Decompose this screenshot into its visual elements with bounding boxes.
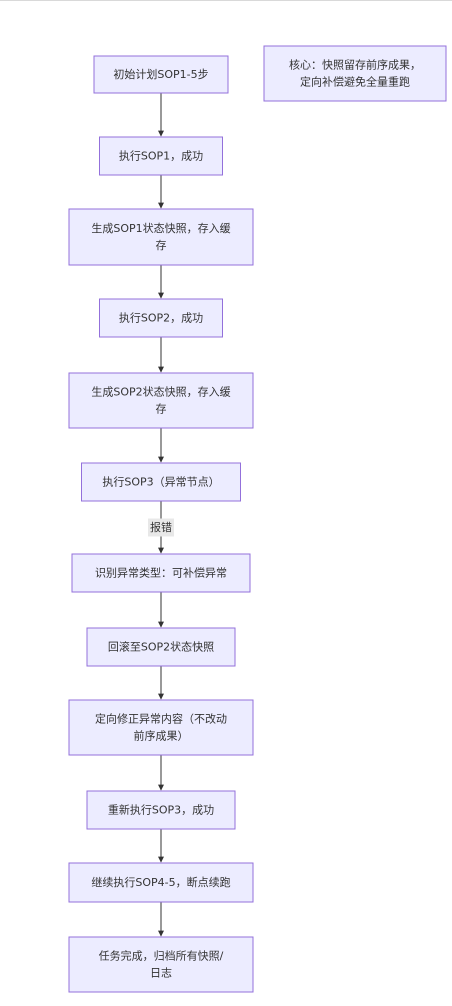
edge-label-text: 报错 <box>150 520 172 534</box>
core-note-box <box>263 45 447 102</box>
edge-label: 报错 <box>148 518 174 537</box>
node-exec-sop3: 执行SOP3（异常节点） <box>81 462 241 502</box>
top-border <box>0 0 452 1</box>
node-box-rollback <box>86 627 236 667</box>
node-box-exec-sop2 <box>99 298 223 338</box>
node-box-exec-sop3 <box>81 462 241 502</box>
edges-layer: 报错 <box>148 93 174 937</box>
node-complete: 任务完成，归档所有快照/日志 <box>68 936 254 993</box>
node-exec-sop3-line-1: 执行SOP3（异常节点） <box>102 475 219 489</box>
node-exec-sop2: 执行SOP2，成功 <box>99 298 223 338</box>
node-resume-line-1: 继续执行SOP4-5，断点续跑 <box>91 875 230 889</box>
node-init-plan: 初始计划SOP1-5步 <box>93 55 229 94</box>
node-box-rerun-sop3 <box>86 790 236 830</box>
core-note-line-2: 定向补偿避免全量重跑 <box>300 75 410 89</box>
node-complete-line-2: 日志 <box>150 967 172 980</box>
nodes-layer: 初始计划SOP1-5步执行SOP1，成功生成SOP1状态快照，存入缓存执行SOP… <box>68 55 254 993</box>
node-box-snapshot-sop2 <box>68 372 254 429</box>
node-box-resume <box>68 862 254 903</box>
node-init-plan-line-1: 初始计划SOP1-5步 <box>113 67 208 81</box>
node-snapshot-sop2-line-2: 存 <box>156 402 167 416</box>
edge-label-background <box>148 518 174 537</box>
node-rerun-sop3: 重新执行SOP3，成功 <box>86 790 236 830</box>
node-box-complete <box>68 936 254 993</box>
node-rollback: 回滚至SOP2状态快照 <box>86 627 236 667</box>
node-box-identify-error <box>71 553 251 593</box>
node-box-fix <box>68 699 254 756</box>
node-snapshot-sop1-line-1: 生成SOP1状态快照，存入缓 <box>91 221 230 235</box>
node-exec-sop2-line-1: 执行SOP2，成功 <box>119 311 203 325</box>
notes-layer: 核心：快照留存前序成果， 定向补偿避免全量重跑 <box>263 45 447 102</box>
node-box-snapshot-sop1 <box>68 208 254 266</box>
node-complete-line-1: 任务完成，归档所有快照/ <box>99 949 224 963</box>
node-snapshot-sop2-line-1: 生成SOP2状态快照，存入缓 <box>91 385 230 399</box>
node-resume: 继续执行SOP4-5，断点续跑 <box>68 862 254 903</box>
node-fix-line-2: 前序成果） <box>134 729 189 743</box>
core-note-line-1: 核心：快照留存前序成果， <box>289 58 421 72</box>
core-note: 核心：快照留存前序成果， 定向补偿避免全量重跑 <box>263 45 447 102</box>
node-rollback-line-1: 回滚至SOP2状态快照 <box>108 640 214 654</box>
node-identify-error: 识别异常类型：可补偿异常 <box>71 553 251 593</box>
node-box-exec-sop1 <box>99 136 223 176</box>
node-identify-error-line-1: 识别异常类型：可补偿异常 <box>95 566 227 580</box>
node-rerun-sop3-line-1: 重新执行SOP3，成功 <box>108 803 214 817</box>
node-box-init-plan <box>93 55 229 94</box>
node-exec-sop1-line-1: 执行SOP1，成功 <box>119 149 203 163</box>
node-fix-line-1: 定向修正异常内容（不改动 <box>95 712 227 726</box>
node-snapshot-sop1-line-2: 存 <box>156 238 167 252</box>
node-exec-sop1: 执行SOP1，成功 <box>99 136 223 176</box>
